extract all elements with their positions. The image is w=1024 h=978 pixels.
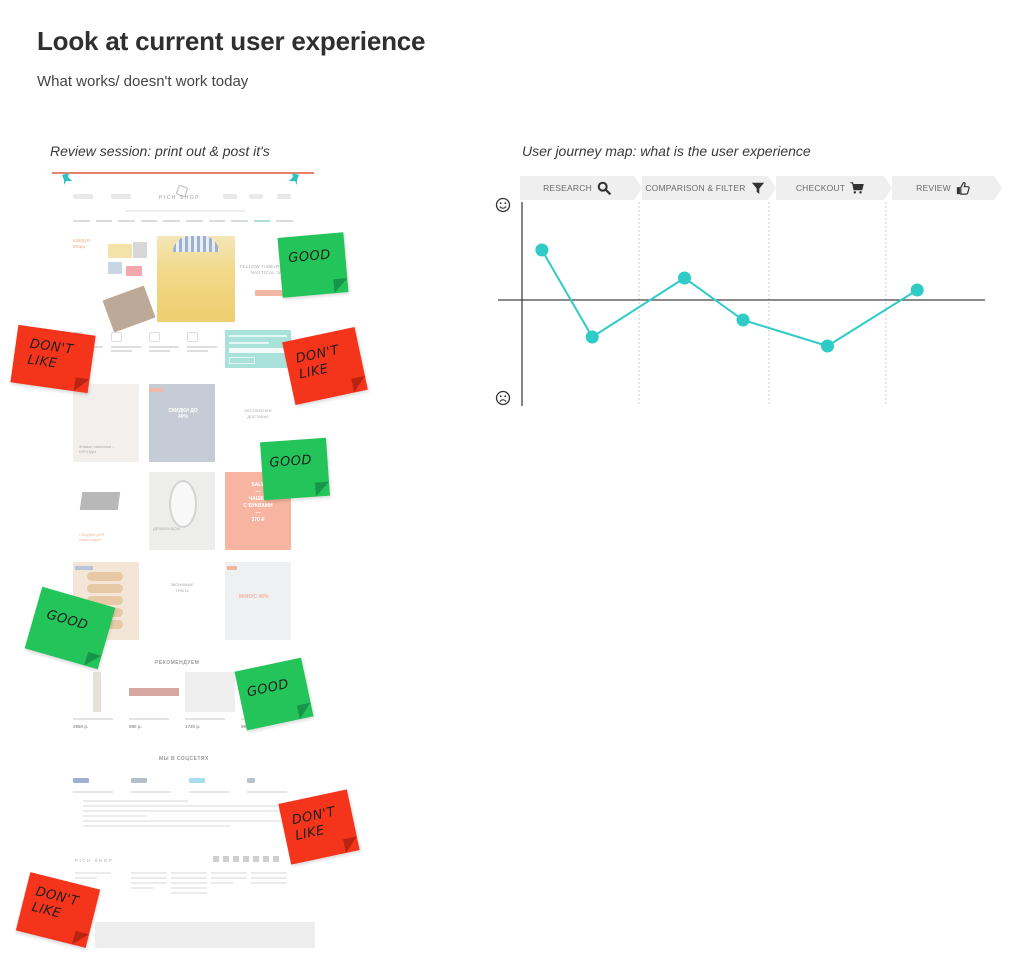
stage-research: RESEARCH	[520, 176, 642, 200]
printout-top-border	[52, 172, 314, 174]
footer-logo: PICH SHOP	[75, 858, 114, 863]
product-card: 2950 р.	[73, 672, 123, 729]
pouch-image	[108, 262, 122, 274]
product-card: 1730 р.	[185, 672, 235, 729]
footer-column	[75, 872, 111, 882]
page-title: Look at current user experience	[37, 26, 426, 56]
sentiment-point	[535, 243, 549, 257]
review-session-caption: Review session: print out & post it's	[50, 143, 270, 159]
stage-label: COMPARISON & FILTER	[645, 183, 746, 193]
site-logo: PICH SHOP	[159, 195, 201, 201]
stage-comparison-filter: COMPARISON & FILTER	[642, 176, 776, 200]
hero-jacket-hood	[173, 236, 219, 252]
journey-map-caption: User journey map: what is the user exper…	[522, 143, 811, 159]
cart-icon	[850, 182, 864, 194]
site-delivery	[111, 194, 131, 199]
footer-column	[171, 872, 207, 897]
product-card: 590 р.	[129, 672, 179, 729]
page-subtitle: What works/ doesn't work today	[37, 73, 249, 90]
stage-review: REVIEW	[892, 176, 1002, 200]
footer-column	[211, 872, 247, 887]
hero-button	[255, 290, 289, 296]
smiley-icon	[495, 197, 511, 213]
site-nav	[73, 220, 293, 223]
sentiment-point	[821, 339, 834, 353]
footer-column	[251, 872, 287, 887]
social-twitter	[189, 770, 235, 793]
stage-label: CHECKOUT	[795, 183, 846, 193]
brownie-image	[102, 285, 156, 333]
sticky-note-good: GOOD	[260, 437, 330, 501]
sentiment-line	[541, 249, 918, 348]
social-instagram	[247, 770, 293, 793]
features-row	[73, 332, 223, 372]
social-vk	[131, 770, 177, 793]
social-title: МЫ В СОЦСЕТЯХ	[159, 756, 209, 762]
grid-tile-gift: МИНУС 40%	[225, 562, 291, 640]
site-subnav	[125, 210, 245, 212]
sentiment-point	[678, 271, 691, 285]
site-phone	[73, 194, 93, 199]
footer-column	[131, 872, 167, 892]
footer-bottom-bar	[95, 922, 315, 948]
search-icon	[597, 181, 611, 195]
pouch-image	[126, 266, 142, 276]
site-wishlist	[249, 194, 263, 199]
hero-title: YELLOW TISBURY WOMENS NAUTICAL JACKET	[239, 264, 307, 275]
sentiment-point	[736, 313, 750, 327]
pushpin-icon	[289, 173, 299, 185]
frown-icon	[495, 390, 511, 406]
pouch-image	[133, 242, 147, 258]
site-cart	[277, 194, 291, 199]
sticky-note-good: GOOD	[277, 232, 349, 298]
filter-icon	[751, 182, 764, 194]
recommended-title: РЕКОМЕНДУЕМ	[155, 660, 200, 666]
stage-label: RESEARCH	[543, 183, 592, 193]
social-facebook	[73, 770, 119, 793]
footer-social-icons	[213, 856, 293, 862]
thumbs-up-icon	[956, 182, 970, 195]
subscribe-box	[225, 330, 291, 368]
sentiment-points	[535, 243, 924, 353]
journey-stages-header: RESEARCH COMPARISON & FILTER CHECKOUT RE…	[520, 176, 1002, 200]
pouch-image	[108, 244, 132, 258]
stage-checkout: CHECKOUT	[776, 176, 892, 200]
site-header: PICH SHOP	[55, 180, 315, 208]
grid-tile-cables: Живые лампочки... БРЕНДЫ	[73, 384, 139, 462]
site-login	[223, 194, 237, 199]
sentiment-point	[585, 330, 599, 344]
seo-text	[83, 800, 293, 840]
grid-tile-mirror: ДЕЛАЕМ ДОМ	[149, 472, 215, 550]
grid-tile-jacket-sale: СКИДКИ ДО 40%	[149, 384, 215, 462]
journey-chart	[495, 197, 985, 406]
pushpin-icon	[62, 173, 72, 185]
stage-label: REVIEW	[916, 183, 951, 193]
sentiment-point	[910, 283, 924, 297]
